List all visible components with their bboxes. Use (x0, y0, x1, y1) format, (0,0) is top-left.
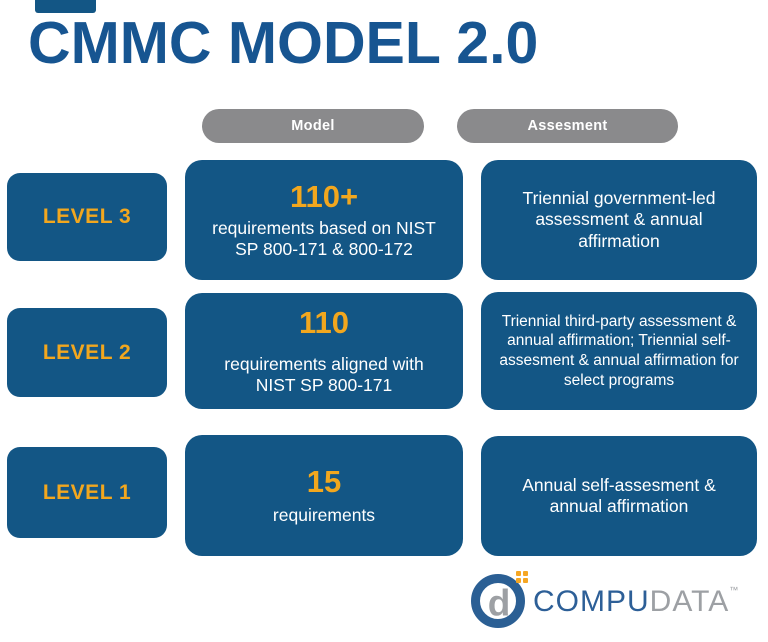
column-header-assessment: Assesment (457, 109, 678, 143)
level-2-requirement-count: 110 (298, 304, 349, 340)
level-1-model-card: 15 requirements (185, 435, 463, 556)
level-1-model-line: requirements (272, 504, 376, 525)
level-1-assessment-line: annual affirmation (549, 496, 689, 516)
wordmark-trademark: ™ (729, 584, 739, 595)
compudata-wordmark: COMPUDATA™ (533, 584, 739, 618)
level-3-badge: LEVEL 3 (7, 173, 167, 261)
level-1-requirement-count: 15 (306, 463, 342, 499)
monogram-ring (471, 574, 525, 628)
column-header-model: Model (202, 109, 424, 143)
level-2-label: LEVEL 2 (42, 340, 132, 364)
wordmark-compu: COMPU (533, 584, 650, 618)
level-2-assessment-card: Triennial third-party assessment & annua… (481, 292, 757, 410)
level-2-model-line: requirements aligned with (224, 353, 424, 374)
level-2-model-line: NIST SP 800-171 (255, 375, 393, 396)
level-3-assessment-card: Triennial government-led assessment & an… (481, 160, 757, 280)
level-3-assessment-line: Triennial government-led (522, 187, 716, 208)
column-header-model-label: Model (291, 118, 335, 134)
level-3-assessment-line: assessment & annual (535, 209, 703, 230)
wordmark-data: DATA (649, 584, 730, 618)
monogram-letter: d (487, 582, 511, 624)
level-1-assessment-card: Annual self-assesment & annual affirmati… (481, 436, 757, 556)
level-2-assessment-line: annual affirmation; Triennial self- (507, 332, 731, 350)
monogram-orange-dots-icon (523, 571, 528, 576)
level-3-label: LEVEL 3 (42, 205, 132, 228)
compudata-logo: d COMPUDATA™ (470, 569, 738, 633)
level-1-label: LEVEL 1 (42, 480, 132, 504)
level-2-assessment-line: Triennial third-party assessment & (501, 312, 737, 330)
compudata-monogram-icon: d (470, 571, 528, 631)
level-2-assessment-line: assesment & annual affirmation for (499, 352, 739, 369)
level-3-model-card: 110+ requirements based on NIST SP 800-1… (185, 160, 463, 280)
level-2-badge: LEVEL 2 (7, 308, 167, 397)
level-2-model-card: 110 requirements aligned with NIST SP 80… (185, 293, 463, 409)
column-header-assessment-label: Assesment (527, 118, 608, 134)
level-3-model-line: SP 800-171 & 800-172 (235, 239, 413, 260)
level-1-badge: LEVEL 1 (7, 447, 167, 538)
level-3-requirement-count: 110+ (289, 178, 359, 214)
level-1-assessment-line: Annual self-assesment & (522, 474, 716, 495)
level-2-assessment-line: select programs (563, 371, 675, 389)
level-3-model-line: requirements based on NIST (212, 217, 436, 238)
page-title: CMMC MODEL 2.0 (28, 10, 539, 76)
level-3-assessment-line: affirmation (578, 230, 660, 251)
top-accent-bar (35, 0, 96, 13)
